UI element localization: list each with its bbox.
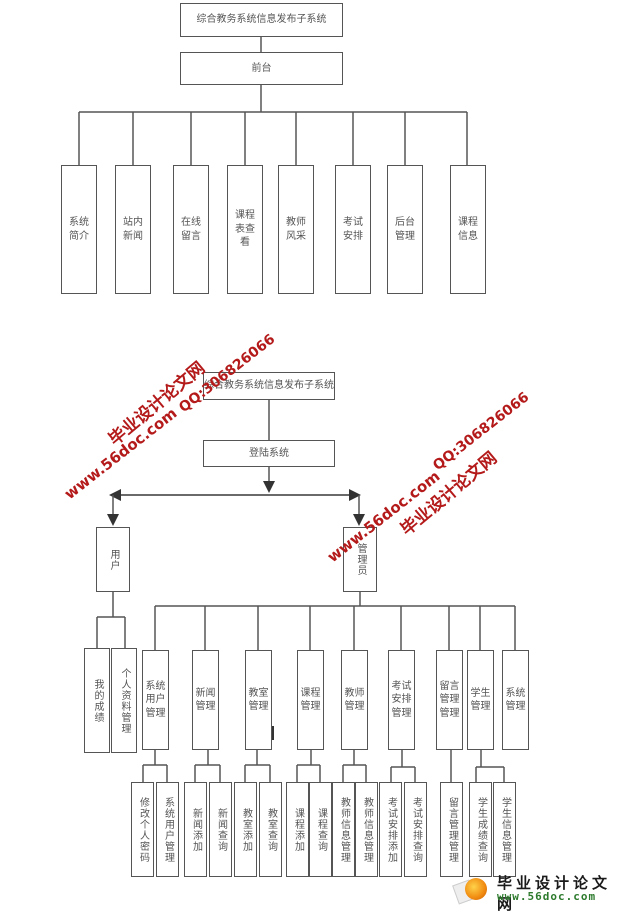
node-label: 管理员 xyxy=(355,543,366,576)
node-label: 后台管理 xyxy=(395,217,415,242)
sub-module-node: 课程添加 xyxy=(286,782,309,877)
module-node: 课程信息 xyxy=(450,165,486,294)
site-logo: 毕业设计论文网 www.56doc.com xyxy=(452,872,621,913)
node-label: 修改个人密码 xyxy=(137,796,149,863)
node-label: 系统用户管理 xyxy=(145,680,166,719)
node-label: 考试安排添加 xyxy=(385,796,397,863)
admin-module-node: 课程管理 xyxy=(297,650,324,750)
admin-module-node: 考试安排管理 xyxy=(388,650,415,750)
login-node: 登陆系统 xyxy=(203,440,335,467)
module-node: 系统简介 xyxy=(61,165,97,294)
node-label: 我的成绩 xyxy=(92,678,103,723)
sub-module-node: 考试安排查询 xyxy=(404,782,427,877)
logo-url: www.56doc.com xyxy=(497,890,597,903)
node-label: 教师管理 xyxy=(344,687,365,713)
node-label: 综合教务系统信息发布子系统 xyxy=(204,380,334,392)
node-label: 新闻管理 xyxy=(195,687,216,713)
admin-node: 管理员 xyxy=(343,527,377,592)
sub-module-node: 教师信息管理 xyxy=(355,782,378,877)
node-label: 登陆系统 xyxy=(249,447,289,459)
node-label: 学生成绩查询 xyxy=(475,796,487,863)
node-label: 新闻添加 xyxy=(190,807,202,852)
node-label: 教室添加 xyxy=(240,807,252,852)
module-node: 后台管理 xyxy=(387,165,423,294)
module-node: 课程表查看 xyxy=(227,165,263,294)
module-node: 站内新闻 xyxy=(115,165,151,294)
frontend-node: 前台 xyxy=(180,52,343,85)
node-label: 教师信息管理 xyxy=(338,796,350,863)
node-label: 在线留言 xyxy=(181,217,201,242)
sub-module-node: 新闻查询 xyxy=(209,782,232,877)
node-label: 考试安排查询 xyxy=(410,796,422,863)
admin-module-node: 系统管理 xyxy=(502,650,529,750)
node-label: 用户 xyxy=(108,548,119,571)
node-label: 课程信息 xyxy=(458,217,478,242)
sub-module-node: 修改个人密码 xyxy=(131,782,154,877)
sub-module-node: 教师信息管理 xyxy=(332,782,355,877)
node-label: 新闻查询 xyxy=(215,807,227,852)
node-label: 系统用户管理 xyxy=(162,796,174,863)
node-label: 考试安排管理 xyxy=(391,680,412,719)
node-label: 前台 xyxy=(251,62,272,74)
root-node-backend: 综合教务系统信息发布子系统 xyxy=(203,372,335,400)
sub-module-node: 教室查询 xyxy=(259,782,282,877)
admin-module-node: 教师管理 xyxy=(341,650,368,750)
globe-icon xyxy=(465,878,487,900)
user-module-node: 个人资料管理 xyxy=(111,648,137,753)
node-label: 留言管理管理 xyxy=(439,680,460,719)
admin-module-node: 留言管理管理 xyxy=(436,650,463,750)
node-label: 教师风采 xyxy=(286,217,306,242)
node-label: 个人资料管理 xyxy=(119,667,130,734)
node-label: 教室查询 xyxy=(265,807,277,852)
node-label: 课程添加 xyxy=(292,807,304,852)
admin-module-node: 新闻管理 xyxy=(192,650,219,750)
node-label: 学生信息管理 xyxy=(499,796,511,863)
sub-module-node: 学生信息管理 xyxy=(493,782,516,877)
sub-module-node: 学生成绩查询 xyxy=(469,782,492,877)
user-node: 用户 xyxy=(96,527,130,592)
root-node-frontend: 综合教务系统信息发布子系统 xyxy=(180,3,343,37)
sub-module-node: 新闻添加 xyxy=(184,782,207,877)
sub-module-node: 考试安排添加 xyxy=(379,782,402,877)
user-module-node: 我的成绩 xyxy=(84,648,110,753)
node-label: 课程管理 xyxy=(300,687,321,713)
admin-module-node: 学生管理 xyxy=(467,650,494,750)
sub-module-node: 教室添加 xyxy=(234,782,257,877)
node-label: 综合教务系统信息发布子系统 xyxy=(196,14,327,26)
sub-module-node: 留言管理管理 xyxy=(440,782,463,877)
module-node: 考试安排 xyxy=(335,165,371,294)
node-label: 课程查询 xyxy=(315,807,327,852)
sub-module-node: 课程查询 xyxy=(309,782,332,877)
node-label: 系统管理 xyxy=(505,687,526,713)
node-label: 课程表查看 xyxy=(235,210,255,249)
node-label: 站内新闻 xyxy=(123,217,143,242)
sub-module-node: 系统用户管理 xyxy=(156,782,179,877)
node-label: 学生管理 xyxy=(470,687,491,713)
text-cursor xyxy=(272,726,274,740)
admin-module-node: 教室管理 xyxy=(245,650,272,750)
node-label: 教室管理 xyxy=(248,687,269,713)
node-label: 系统简介 xyxy=(69,217,89,242)
module-node: 教师风采 xyxy=(278,165,314,294)
node-label: 留言管理管理 xyxy=(446,796,458,863)
node-label: 考试安排 xyxy=(343,217,363,242)
admin-module-node: 系统用户管理 xyxy=(142,650,169,750)
node-label: 教师信息管理 xyxy=(361,796,373,863)
module-node: 在线留言 xyxy=(173,165,209,294)
